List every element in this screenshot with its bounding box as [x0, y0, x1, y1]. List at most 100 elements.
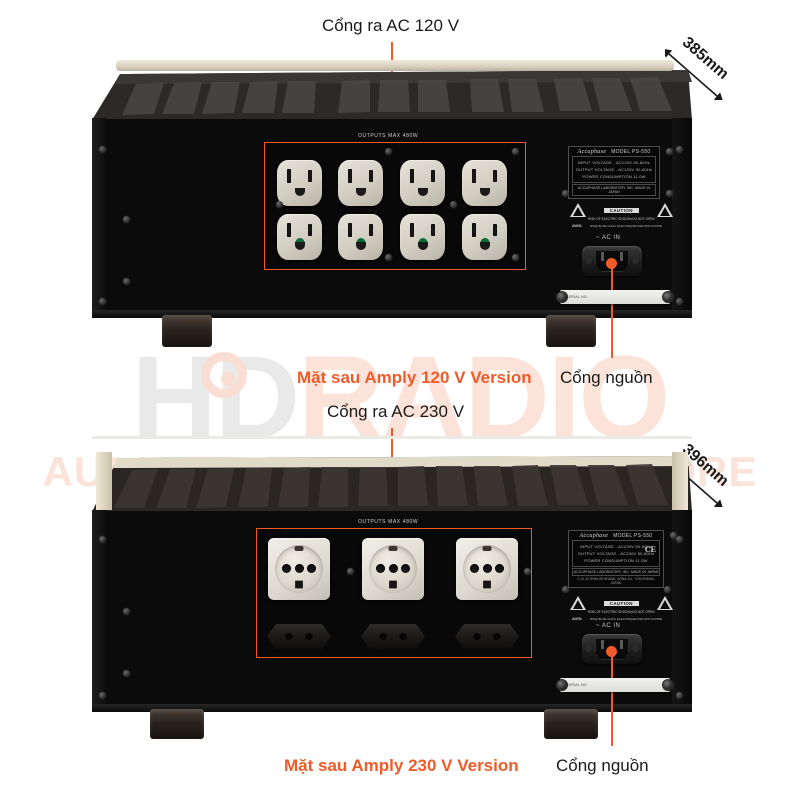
caution-title: CAUTION: [603, 208, 639, 213]
callout-power-230v: Cổng nguồn: [556, 756, 649, 775]
plate-screw: [276, 201, 283, 208]
amplifier-120v: Cổng ra AC 120 V 385mm: [92, 16, 732, 387]
ac-outlet-nema-green[interactable]: [462, 214, 507, 260]
chassis-right-side-230v: [672, 510, 692, 710]
plate-screw: [450, 201, 457, 208]
plate-screw: [385, 254, 392, 261]
warning-triangle-icon: [656, 596, 673, 611]
caption-230v: Mặt sau Amply 230 V Version: [284, 756, 519, 775]
brand-name: Accuphase: [579, 533, 609, 539]
serial-plate-120v: SERIAL NO.: [560, 290, 670, 304]
serial-plate-screw: [662, 291, 674, 303]
caution-label-120v: CAUTION RISK OF ELECTRIC SHOCK\nDO NOT O…: [570, 199, 673, 228]
callout-power-120v: Cổng nguồn: [560, 368, 653, 387]
ac-outlet-nema[interactable]: [400, 160, 445, 206]
spec-plate-230v: Accuphase MODEL PS-550 INPUT VOLTAGE - A…: [568, 530, 664, 588]
plate-screw: [670, 532, 677, 539]
serial-label: SERIAL NO.: [566, 295, 589, 299]
spec-footer: ACCUPHASE LABORATORY, INC. MADE IN JAPAN: [572, 568, 660, 576]
chassis-bottom-rail-120v: [92, 310, 692, 318]
plate-screw: [664, 586, 671, 593]
chassis-screw: [123, 278, 130, 285]
ac-outlet-schuko[interactable]: [456, 538, 518, 600]
ac-in-label-120v: ~ AC IN: [596, 235, 621, 241]
chassis-screw: [99, 298, 106, 305]
avis-label: AVIS:: [572, 222, 583, 228]
chassis-top-panel-230v: [92, 450, 692, 512]
chassis-left-side-230v: [92, 510, 106, 710]
chassis-screw: [123, 216, 130, 223]
serial-plate-230v: SERIAL NO.: [560, 678, 670, 692]
serial-plate-screw: [556, 679, 568, 691]
chassis-foot: [544, 709, 598, 739]
ac-outlet-euro[interactable]: [267, 624, 331, 649]
spec-footer: ACCUPHASE LABORATORY, INC. MADE IN JAPAN: [572, 184, 656, 196]
outputs-rating-label-120v: OUTPUTS MAX 480W: [358, 133, 419, 139]
ac-outlet-euro[interactable]: [361, 624, 425, 649]
ac-in-label-230v: ~ AC IN: [596, 623, 621, 629]
chassis-screw: [99, 692, 106, 699]
caution-title: CAUTION: [603, 601, 639, 606]
chassis-screw: [676, 146, 683, 153]
plate-screw: [524, 568, 531, 575]
spec-line-consumption: POWER CONSUMPTION 11.0W: [584, 558, 648, 563]
faceplate-right-lip-230v: [672, 452, 688, 514]
spec-address: 2-14-10 SHIN-ISHIKAWA, AOBA-KU, YOKOHAMA…: [577, 577, 655, 585]
chassis-left-side-120v: [92, 118, 106, 316]
caution-subtext: RISK OF ELECTRIC SHOCK\nDO NOT OPEN: [588, 610, 655, 614]
plate-screw: [562, 586, 569, 593]
ac-outlet-nema[interactable]: [277, 160, 322, 206]
caption-120v: Mặt sau Amply 120 V Version: [297, 368, 532, 387]
plate-screw: [512, 254, 519, 261]
dimension-arrow-385: [665, 48, 724, 100]
serial-label: SERIAL NO.: [566, 683, 589, 687]
spec-line-output: OUTPUT VOLTAGE - AC230V 50-60Hz: [577, 551, 655, 556]
ac-outlet-nema-green[interactable]: [338, 214, 383, 260]
avis-text: RISQUE DE CHOC ELECTRIQUE\nNE PAS OUVRIR: [590, 616, 662, 621]
chassis-top-edge-230v: [92, 436, 692, 439]
serial-plate-screw: [556, 291, 568, 303]
ac-outlet-nema-green[interactable]: [400, 214, 445, 260]
callout-outlet-230v: Cổng ra AC 230 V: [327, 402, 465, 421]
spec-plate-120v: Accuphase MODEL PS-550 INPUT VOLTAGE - A…: [568, 146, 660, 199]
plate-screw: [347, 568, 354, 575]
ce-mark-icon: CE: [644, 545, 656, 554]
caution-subtext: RISK OF ELECTRIC SHOCK\nDO NOT OPEN: [588, 217, 655, 221]
spec-line-output: OUTPUT VOLTAGE - AC120V 50-60Hz: [575, 167, 653, 172]
ac-outlet-schuko[interactable]: [268, 538, 330, 600]
ac-outlet-euro[interactable]: [455, 624, 519, 649]
ac-outlet-schuko[interactable]: [362, 538, 424, 600]
chassis-bottom-rail-230v: [92, 704, 692, 712]
chassis-top-panel-120v: [92, 62, 692, 120]
plate-screw: [562, 190, 569, 197]
leader-line-power-230v: [611, 656, 613, 746]
callout-outlet-120v: Cổng ra AC 120 V: [322, 16, 460, 35]
ac-outlet-nema[interactable]: [462, 160, 507, 206]
chassis-foot: [150, 709, 204, 739]
avis-text: RISQUE DE CHOC ELECTRIQUE\nNE PAS OUVRIR: [590, 223, 662, 228]
plate-screw: [666, 190, 673, 197]
caution-text-box: CAUTION RISK OF ELECTRIC SHOCK\nDO NOT O…: [588, 199, 655, 222]
outlet-panel-highlight-230v: [256, 528, 532, 658]
model-name: MODEL PS-550: [613, 533, 653, 539]
caution-label-230v: CAUTION RISK OF ELECTRIC SHOCK\nDO NOT O…: [570, 592, 673, 621]
plate-screw: [512, 148, 519, 155]
faceplate-left-lip-230v: [96, 452, 112, 514]
spec-line-consumption: POWER CONSUMPTION 11.0W: [582, 174, 646, 179]
chassis-screw: [676, 298, 683, 305]
serial-plate-screw: [662, 679, 674, 691]
chassis-foot: [162, 315, 212, 347]
ac-outlet-nema-green[interactable]: [277, 214, 322, 260]
chassis-screw: [99, 536, 106, 543]
ac-outlet-nema[interactable]: [338, 160, 383, 206]
warning-triangle-icon: [570, 596, 586, 611]
brand-name: Accuphase: [577, 149, 607, 155]
chassis-right-side-120v: [672, 118, 692, 316]
chassis-screw: [676, 536, 683, 543]
outputs-rating-label-230v: OUTPUTS MAX 480W: [358, 519, 419, 525]
spec-box: INPUT VOLTAGE - AC230V 50-60Hz OUTPUT VO…: [572, 540, 660, 567]
caution-text-box: CAUTION RISK OF ELECTRIC SHOCK\nDO NOT O…: [588, 592, 655, 615]
chassis-screw: [676, 692, 683, 699]
